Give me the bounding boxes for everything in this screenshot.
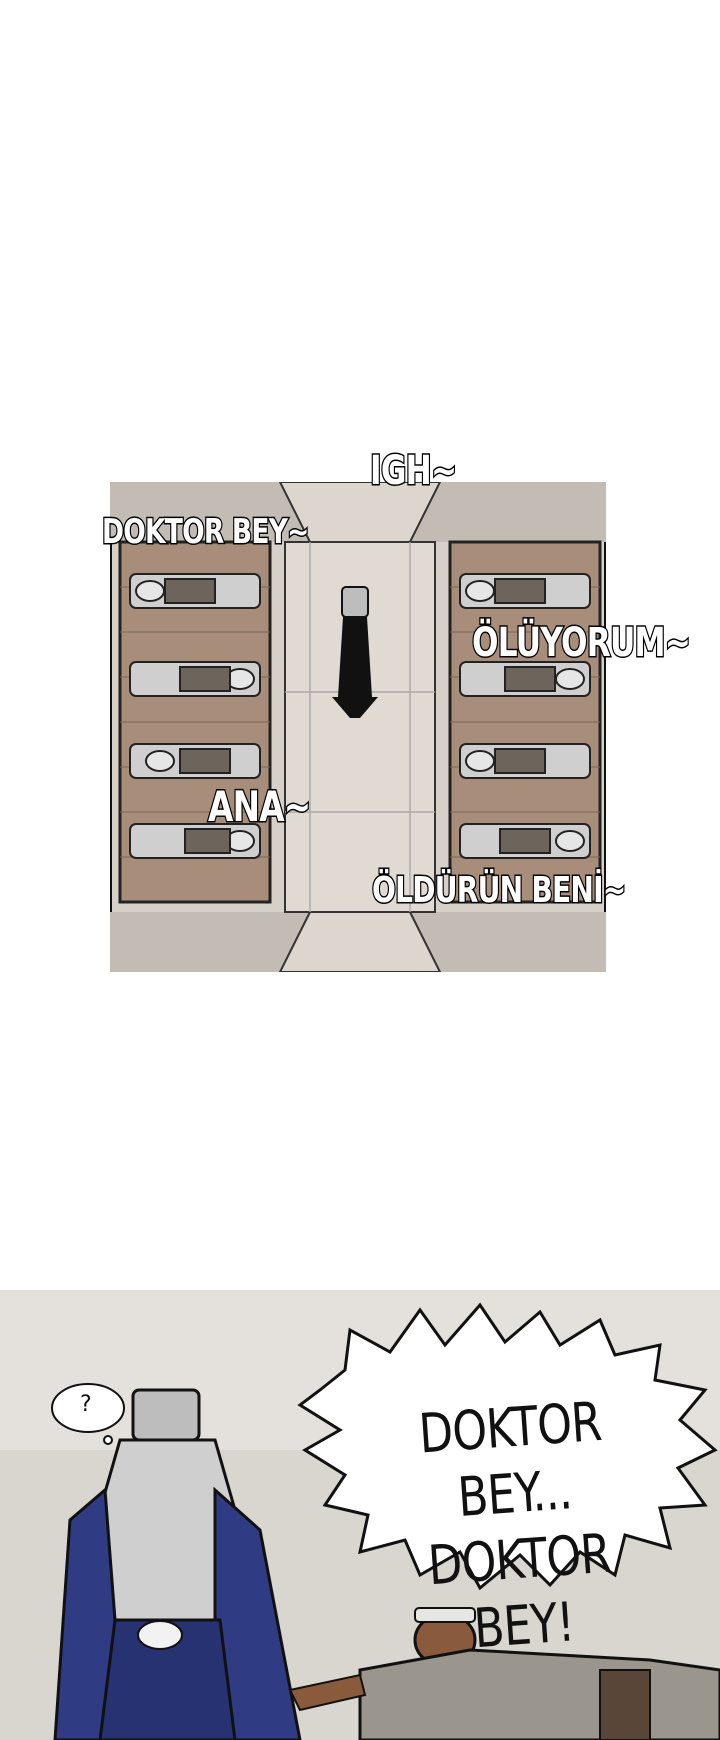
sfx-ana: ANA~ <box>207 781 313 833</box>
thought-question-mark: ? <box>80 1392 92 1417</box>
doctor-back-figure <box>53 1388 302 1740</box>
patient-left-3 <box>129 743 261 779</box>
speech-line-1: DOKTOR BEY... <box>416 1389 604 1529</box>
sfx-oldurun-beni: ÖLDÜRÜN BENİ~ <box>371 869 628 913</box>
patient-right-2 <box>459 661 591 697</box>
infirmary-illustration <box>110 482 606 972</box>
panel-infirmary-overhead: IGH~ DOKTOR BEY~ ÖLÜYORUM~ ANA~ ÖLDÜRÜN … <box>101 447 692 972</box>
patient-left-4 <box>129 823 261 859</box>
panel-doctor-scene: ? DOKTOR BEY... DOKTOR BEY! <box>0 1290 720 1740</box>
sfx-doktor-bey: DOKTOR BEY~ <box>101 511 311 554</box>
doctor-figure <box>332 586 378 718</box>
patient-left-1 <box>129 573 261 609</box>
patient-left-2 <box>129 661 261 697</box>
doctor-scene-illustration <box>0 1290 720 1740</box>
patient-right-3 <box>459 743 591 779</box>
patient-right-4 <box>459 823 591 859</box>
sfx-igh: IGH~ <box>369 447 458 496</box>
speech-line-2: DOKTOR BEY! <box>426 1521 613 1661</box>
patient-right-1 <box>459 573 591 609</box>
speech-bubble-spiky <box>297 1302 718 1591</box>
speech-bubble-text: DOKTOR BEY... DOKTOR BEY! <box>373 1386 661 1668</box>
sfx-oluyorum: ÖLÜYORUM~ <box>471 619 692 668</box>
patient-kneeling-figure <box>288 1607 720 1740</box>
